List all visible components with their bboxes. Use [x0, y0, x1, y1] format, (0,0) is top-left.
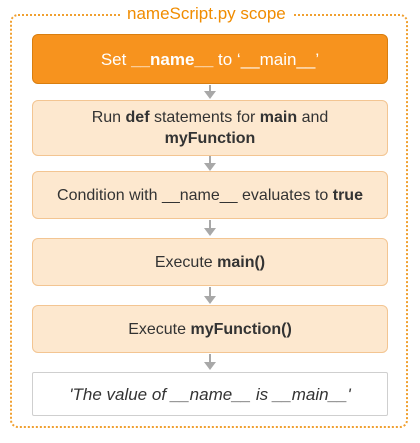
step-text-plain: Run: [91, 109, 126, 126]
step-text: Execute main(): [155, 252, 265, 273]
scope-title: nameScript.py scope: [120, 4, 293, 24]
step-text-plain: Condition with __name__ evaluates to: [57, 186, 333, 204]
flow-arrow: [204, 85, 216, 99]
step-execute-myfunction: Execute myFunction(): [32, 305, 388, 353]
step-text-plain: Execute: [128, 320, 191, 338]
step-text-plain: and: [297, 109, 329, 126]
flow-arrow: [204, 354, 216, 370]
step-text-bold: main(): [217, 253, 266, 271]
step-text-plain: statements for: [149, 109, 260, 126]
step-text: Condition with __name__ evaluates to tru…: [57, 185, 363, 206]
step-execute-main: Execute main(): [32, 238, 388, 286]
step-text-bold: def: [125, 109, 150, 126]
step-run-def: Run def statements for main and myFunctio…: [32, 100, 388, 156]
output-text: 'The value of __name__ is __main__': [69, 384, 351, 404]
step-text: Execute myFunction(): [128, 319, 292, 340]
step-text-bold: true: [332, 186, 363, 204]
step-text: Run def statements for main and myFunctio…: [92, 107, 329, 149]
output-message: 'The value of __name__ is __main__': [32, 372, 388, 416]
flow-arrow: [204, 220, 216, 236]
step-text: Set __name__ to ‘__main__’: [101, 49, 319, 70]
step-text-plain: Set: [100, 49, 132, 69]
step-text-plain: to ‘__main__’: [213, 49, 320, 69]
step-set-name: Set __name__ to ‘__main__’: [32, 34, 388, 84]
step-text-bold: main: [259, 109, 298, 126]
step-text-bold: myFunction: [164, 130, 256, 147]
step-text-bold: __name__: [131, 49, 214, 69]
flow-arrow: [204, 287, 216, 304]
step-condition: Condition with __name__ evaluates to tru…: [32, 171, 388, 219]
step-text-bold: myFunction(): [190, 320, 292, 338]
step-text-plain: Execute: [154, 253, 218, 271]
flow-arrow: [204, 156, 216, 171]
